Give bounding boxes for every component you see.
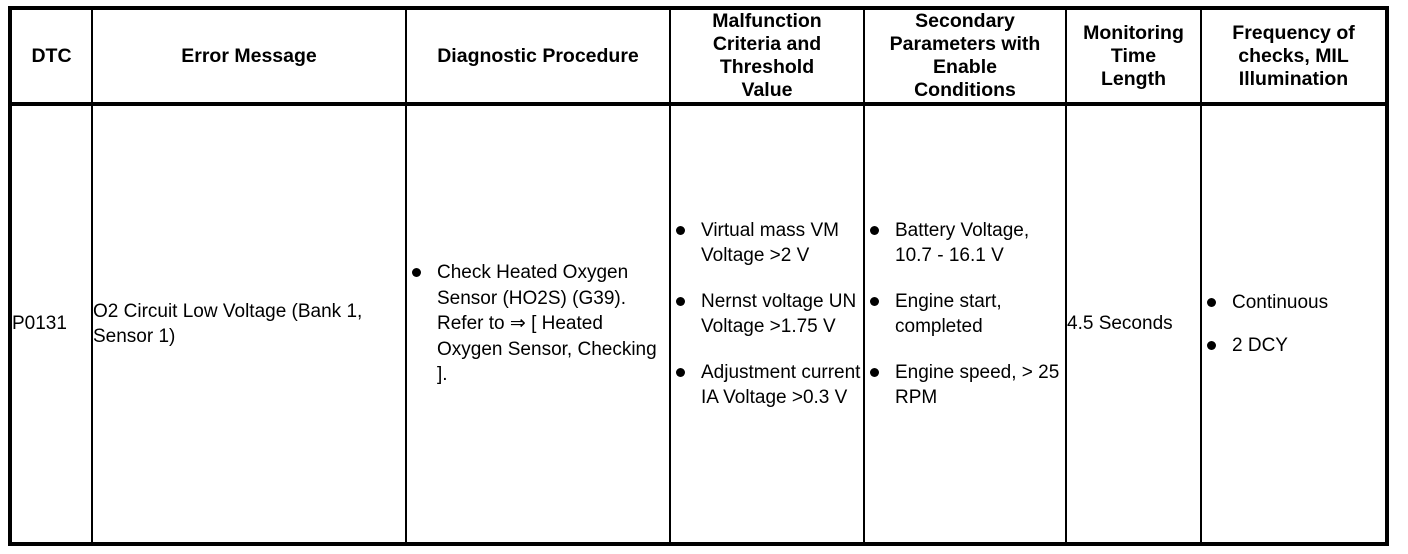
bullet-list: Continuous 2 DCY: [1202, 290, 1385, 359]
column-header-secondary-parameters: Secondary Parameters with Enable Conditi…: [863, 8, 1067, 106]
cell-malfunction-criteria: Virtual mass VM Voltage >2 V Nernst volt…: [669, 104, 865, 544]
header-line: Conditions: [914, 79, 1016, 101]
bullet-dot-icon: [412, 268, 421, 278]
list-item-label: Check Heated Oxygen Sensor (HO2S) (G39).…: [437, 262, 657, 386]
header-line: Parameters with: [889, 33, 1041, 55]
list-item-label: 2 DCY: [1232, 335, 1288, 356]
header-line: checks, MIL: [1238, 44, 1349, 67]
list-item: Engine speed, > 25 RPM: [865, 360, 1065, 411]
list-item-label: Engine speed, > 25 RPM: [895, 361, 1060, 409]
list-item-label: Continuous: [1232, 291, 1329, 313]
bullet-dot-icon: [1207, 297, 1216, 307]
list-item: Virtual mass VM Voltage >2 V: [671, 218, 863, 269]
bullet-dot-icon: [1207, 341, 1216, 350]
header-line: Threshold: [719, 56, 815, 78]
cell-frequency-mil: Continuous 2 DCY: [1200, 104, 1388, 544]
header-line: Frequency of: [1232, 21, 1355, 44]
bullet-list: Check Heated Oxygen Sensor (HO2S) (G39).…: [407, 260, 669, 388]
list-item: Nernst voltage UN Voltage >1.75 V: [671, 289, 863, 340]
header-row: DTC Error Message Diagnostic Procedure M…: [9, 8, 1388, 106]
column-header-frequency-mil: Frequency of checks, MIL Illumination: [1200, 8, 1388, 106]
column-header-monitoring-time: Monitoring Time Length: [1065, 8, 1202, 106]
header-line: Length: [1101, 67, 1166, 90]
bullet-list: Battery Voltage, 10.7 - 16.1 V Engine st…: [865, 218, 1065, 411]
header-line: Value: [741, 79, 793, 101]
header-line: Error Message: [181, 44, 317, 67]
list-item: Continuous: [1202, 290, 1385, 316]
cell-dtc-code: P0131: [9, 104, 93, 544]
header-line: Criteria and: [712, 33, 822, 55]
bullet-dot-icon: [870, 296, 879, 306]
bullet-dot-icon: [676, 225, 685, 235]
header-line: Diagnostic Procedure: [437, 44, 639, 67]
bullet-dot-icon: [676, 296, 685, 306]
column-header-error-message: Error Message: [91, 8, 407, 106]
cell-error-message: O2 Circuit Low Voltage (Bank 1, Sensor 1…: [91, 104, 407, 544]
list-item: Check Heated Oxygen Sensor (HO2S) (G39).…: [407, 260, 669, 388]
header-line: DTC: [31, 44, 72, 67]
table-header: DTC Error Message Diagnostic Procedure M…: [9, 8, 1388, 106]
bullet-dot-icon: [870, 225, 879, 235]
list-item-label: Nernst voltage UN Voltage >1.75 V: [701, 290, 857, 338]
table-body: P0131 O2 Circuit Low Voltage (Bank 1, Se…: [9, 104, 1388, 544]
cell-secondary-parameters: Battery Voltage, 10.7 - 16.1 V Engine st…: [863, 104, 1067, 544]
header-line: Time: [1110, 44, 1157, 67]
bullet-dot-icon: [676, 367, 685, 377]
cell-monitoring-time: 4.5 Seconds: [1065, 104, 1202, 544]
list-item-label: Battery Voltage, 10.7 - 16.1 V: [895, 219, 1030, 267]
bullet-dot-icon: [870, 367, 879, 377]
list-item-label: Engine start, completed: [895, 290, 1002, 338]
list-item-label: Virtual mass VM Voltage >2 V: [701, 219, 839, 267]
header-line: Secondary: [915, 10, 1015, 32]
list-item: Engine start, completed: [865, 289, 1065, 340]
dtc-diagnostic-table: DTC Error Message Diagnostic Procedure M…: [8, 6, 1389, 546]
list-item: Battery Voltage, 10.7 - 16.1 V: [865, 218, 1065, 269]
column-header-diagnostic-procedure: Diagnostic Procedure: [405, 8, 671, 106]
header-line: Monitoring: [1083, 21, 1184, 44]
header-line: Illumination: [1238, 67, 1349, 90]
list-item: 2 DCY: [1202, 333, 1385, 359]
list-item-label: Adjustment current IA Voltage >0.3 V: [701, 361, 861, 409]
column-header-malfunction-criteria: Malfunction Criteria and Threshold Value: [669, 8, 865, 106]
list-item: Adjustment current IA Voltage >0.3 V: [671, 360, 863, 411]
header-line: Malfunction: [712, 10, 822, 32]
bullet-list: Virtual mass VM Voltage >2 V Nernst volt…: [671, 218, 863, 411]
header-line: Enable: [933, 56, 997, 78]
column-header-dtc: DTC: [9, 8, 93, 106]
cell-diagnostic-procedure: Check Heated Oxygen Sensor (HO2S) (G39).…: [405, 104, 671, 544]
table-row: P0131 O2 Circuit Low Voltage (Bank 1, Se…: [9, 104, 1388, 544]
